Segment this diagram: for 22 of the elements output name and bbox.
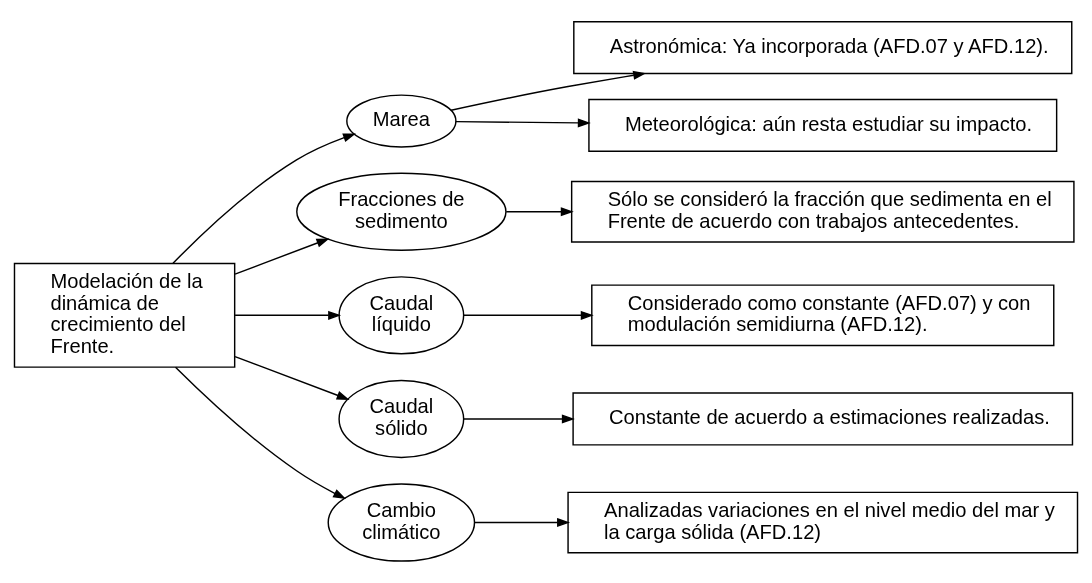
- arrow: [234, 310, 342, 320]
- arrow: [172, 133, 356, 264]
- arrow: [234, 355, 350, 400]
- node-ellipse: Caudal sólido: [338, 379, 465, 459]
- node-ellipse: Cambio climático: [327, 483, 476, 562]
- node-box: Meteorológica: aún resta estudiar su impacto.: [588, 98, 1058, 152]
- arrow: [450, 70, 647, 111]
- node-ellipse: Caudal líquido: [338, 276, 465, 355]
- arrow: [505, 207, 574, 217]
- arrow: [174, 366, 347, 500]
- node-box: Analizadas variaciones en el nivel medio del mar y la carga sólida (AFD.12): [567, 491, 1079, 554]
- arrow: [474, 518, 571, 528]
- node-ellipse: Marea: [346, 94, 457, 148]
- arrow: [455, 118, 591, 128]
- arrow: [234, 238, 330, 275]
- node-box: Constante de acuerdo a estimaciones realizadas.: [572, 392, 1074, 446]
- node-box: Modelación de la dinámica de crecimiento del Frente.: [13, 262, 236, 368]
- arrow: [462, 310, 594, 320]
- node-box: Astronómica: Ya incorporada (AFD.07 y AFD.12).: [573, 21, 1073, 75]
- node-box: Sólo se consideró la fracción que sedimenta en el Frente de acuerdo con trabajos antecedentes.: [570, 180, 1075, 243]
- node-box: Considerado como constante (AFD.07) y con modulación semidiurna (AFD.12).: [591, 284, 1055, 347]
- arrow: [462, 414, 575, 424]
